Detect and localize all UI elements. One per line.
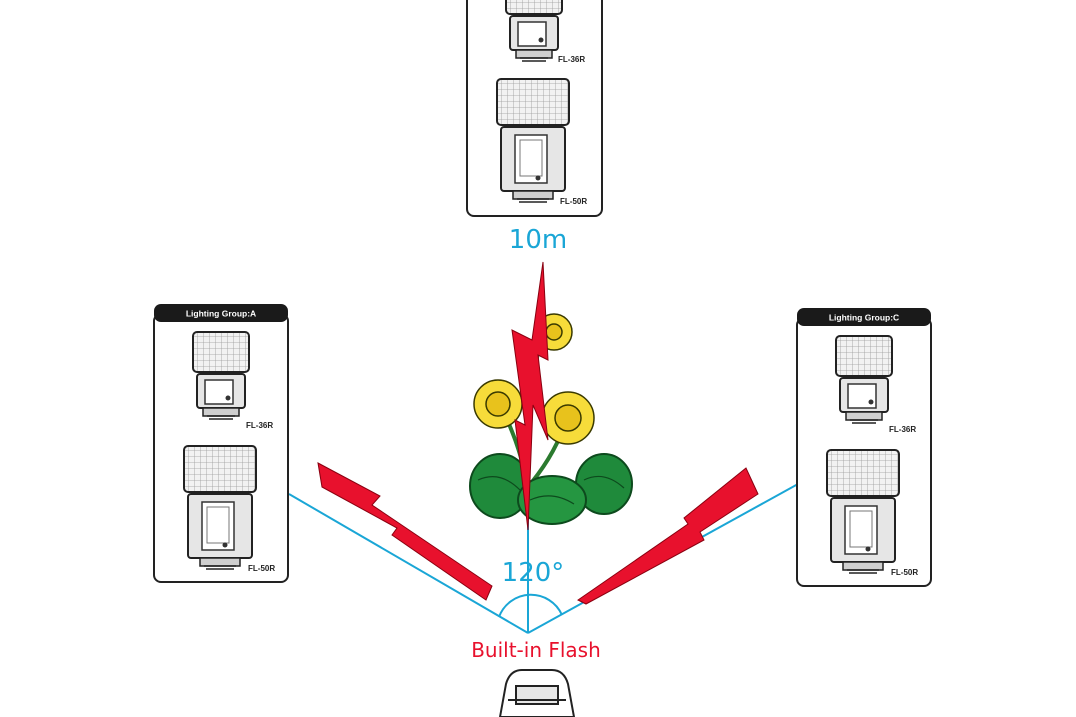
top-unit-2-label: FL-50R <box>560 197 587 206</box>
lightning-bolt-icon <box>511 261 549 531</box>
builtin-flash-label: Built-in Flash <box>471 638 601 662</box>
lightning-bolts <box>317 261 759 605</box>
lightning-bolt-icon <box>577 467 759 605</box>
lightning-bolt-icon <box>317 462 493 601</box>
top-flash-group: FL-36R FL-50R <box>466 0 603 217</box>
group-a-title: Lighting Group:A <box>186 309 256 319</box>
group-c-title: Lighting Group:C <box>829 313 899 323</box>
angle-arc <box>498 593 563 618</box>
group-a-unit-2-label: FL-50R <box>248 564 275 573</box>
angle-label: 120° <box>502 558 565 588</box>
lighting-group-a: Lighting Group:A FL-36R FL-50R <box>153 304 289 583</box>
group-c-unit-2-label: FL-50R <box>891 568 918 577</box>
group-c-title-bg <box>797 308 931 326</box>
camera-icon <box>498 669 576 717</box>
flower-icon <box>469 313 633 525</box>
lighting-group-c: Lighting Group:C FL-36R FL-50R <box>796 308 932 587</box>
group-a-unit-1-label: FL-36R <box>246 421 273 430</box>
flash-unit-fl36r-icon <box>835 335 893 424</box>
flash-unit-fl36r-icon <box>192 331 250 420</box>
distance-label: 10m <box>509 225 567 255</box>
group-c-unit-1-label: FL-36R <box>889 425 916 434</box>
flash-unit-fl50r-icon <box>496 78 570 203</box>
group-a-title-bg <box>154 304 288 322</box>
range-line-left <box>288 493 529 634</box>
flash-unit-fl50r-icon <box>183 445 257 570</box>
flash-unit-fl50r-icon <box>826 449 900 574</box>
top-unit-1-label: FL-36R <box>558 55 585 64</box>
